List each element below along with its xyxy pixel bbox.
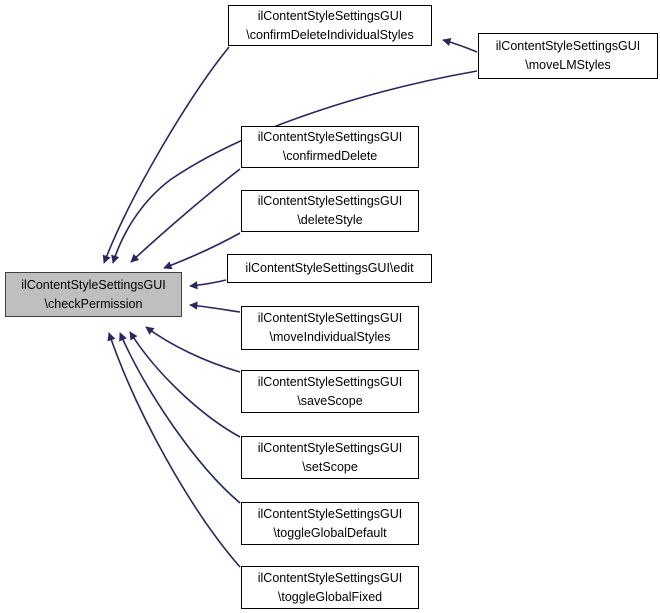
node-edit[interactable]: ilContentStyleSettingsGUI\edit (227, 254, 432, 283)
node-setScope[interactable]: ilContentStyleSettingsGUI \setScope (241, 436, 419, 479)
edge-edit-checkPermission (189, 279, 227, 290)
edge-moveIndividualStyles-checkPermission (189, 301, 241, 313)
node-label-line2: \toggleGlobalFixed (277, 589, 383, 604)
edge-toggleGlobalFixed-checkPermission (107, 332, 241, 568)
node-label-line1: ilContentStyleSettingsGUI (257, 440, 403, 455)
node-label-line1: ilContentStyleSettingsGUI (257, 8, 403, 23)
node-label-line2: \moveIndividualStyles (269, 330, 391, 344)
node-label-line1: ilContentStyleSettingsGUI (257, 194, 403, 208)
node-confirmedDelete[interactable]: ilContentStyleSettingsGUI \confirmedDele… (241, 126, 419, 168)
node-label-line1: ilContentStyleSettingsGUI (257, 570, 403, 585)
node-label-line2: \deleteStyle (297, 213, 363, 227)
edge-moveLMStyles-confirmDeleteIndividualStyles (442, 38, 478, 53)
node-label-line2: \toggleGlobalDefault (273, 525, 387, 540)
node-moveLMStyles[interactable]: ilContentStyleSettingsGUI \moveLMStyles (478, 33, 658, 79)
node-label-line1: ilContentStyleSettingsGUI (257, 130, 403, 144)
edge-toggleGlobalDefault-checkPermission (119, 332, 241, 504)
node-label-line1: ilContentStyleSettingsGUI\edit (245, 261, 414, 275)
node-toggleGlobalFixed[interactable]: ilContentStyleSettingsGUI \toggleGlobalF… (241, 566, 419, 609)
node-saveScope[interactable]: ilContentStyleSettingsGUI \saveScope (241, 370, 419, 413)
edge-saveScope-checkPermission (145, 326, 241, 373)
node-checkPermission[interactable]: ilContentStyleSettingsGUI \checkPermissi… (5, 272, 182, 317)
node-label-line2: \checkPermission (44, 296, 143, 311)
node-label-line2: \moveLMStyles (525, 58, 611, 72)
node-label-line1: ilContentStyleSettingsGUI (257, 374, 403, 389)
node-confirmDeleteIndividualStyles[interactable]: ilContentStyleSettingsGUI \confirmDelete… (228, 5, 432, 46)
node-label-line1: ilContentStyleSettingsGUI (257, 506, 403, 521)
edge-confirmDeleteIndividualStyles-checkPermission (102, 46, 230, 264)
node-label-line2: \confirmedDelete (282, 149, 378, 163)
node-deleteStyle[interactable]: ilContentStyleSettingsGUI \deleteStyle (241, 190, 419, 232)
node-label-line2: \saveScope (297, 393, 363, 408)
node-label-line1: ilContentStyleSettingsGUI (495, 39, 641, 53)
node-toggleGlobalDefault[interactable]: ilContentStyleSettingsGUI \toggleGlobalD… (241, 502, 419, 545)
edge-confirmedDelete-checkPermission (130, 168, 241, 263)
node-label-line1: ilContentStyleSettingsGUI (257, 311, 403, 325)
node-moveIndividualStyles[interactable]: ilContentStyleSettingsGUI \moveIndividua… (241, 306, 419, 350)
node-label-line2: \setScope (302, 459, 358, 474)
edge-setScope-checkPermission (129, 331, 241, 438)
node-label-line2: \confirmDeleteIndividualStyles (246, 27, 414, 42)
node-label-line1: ilContentStyleSettingsGUI (21, 277, 166, 292)
